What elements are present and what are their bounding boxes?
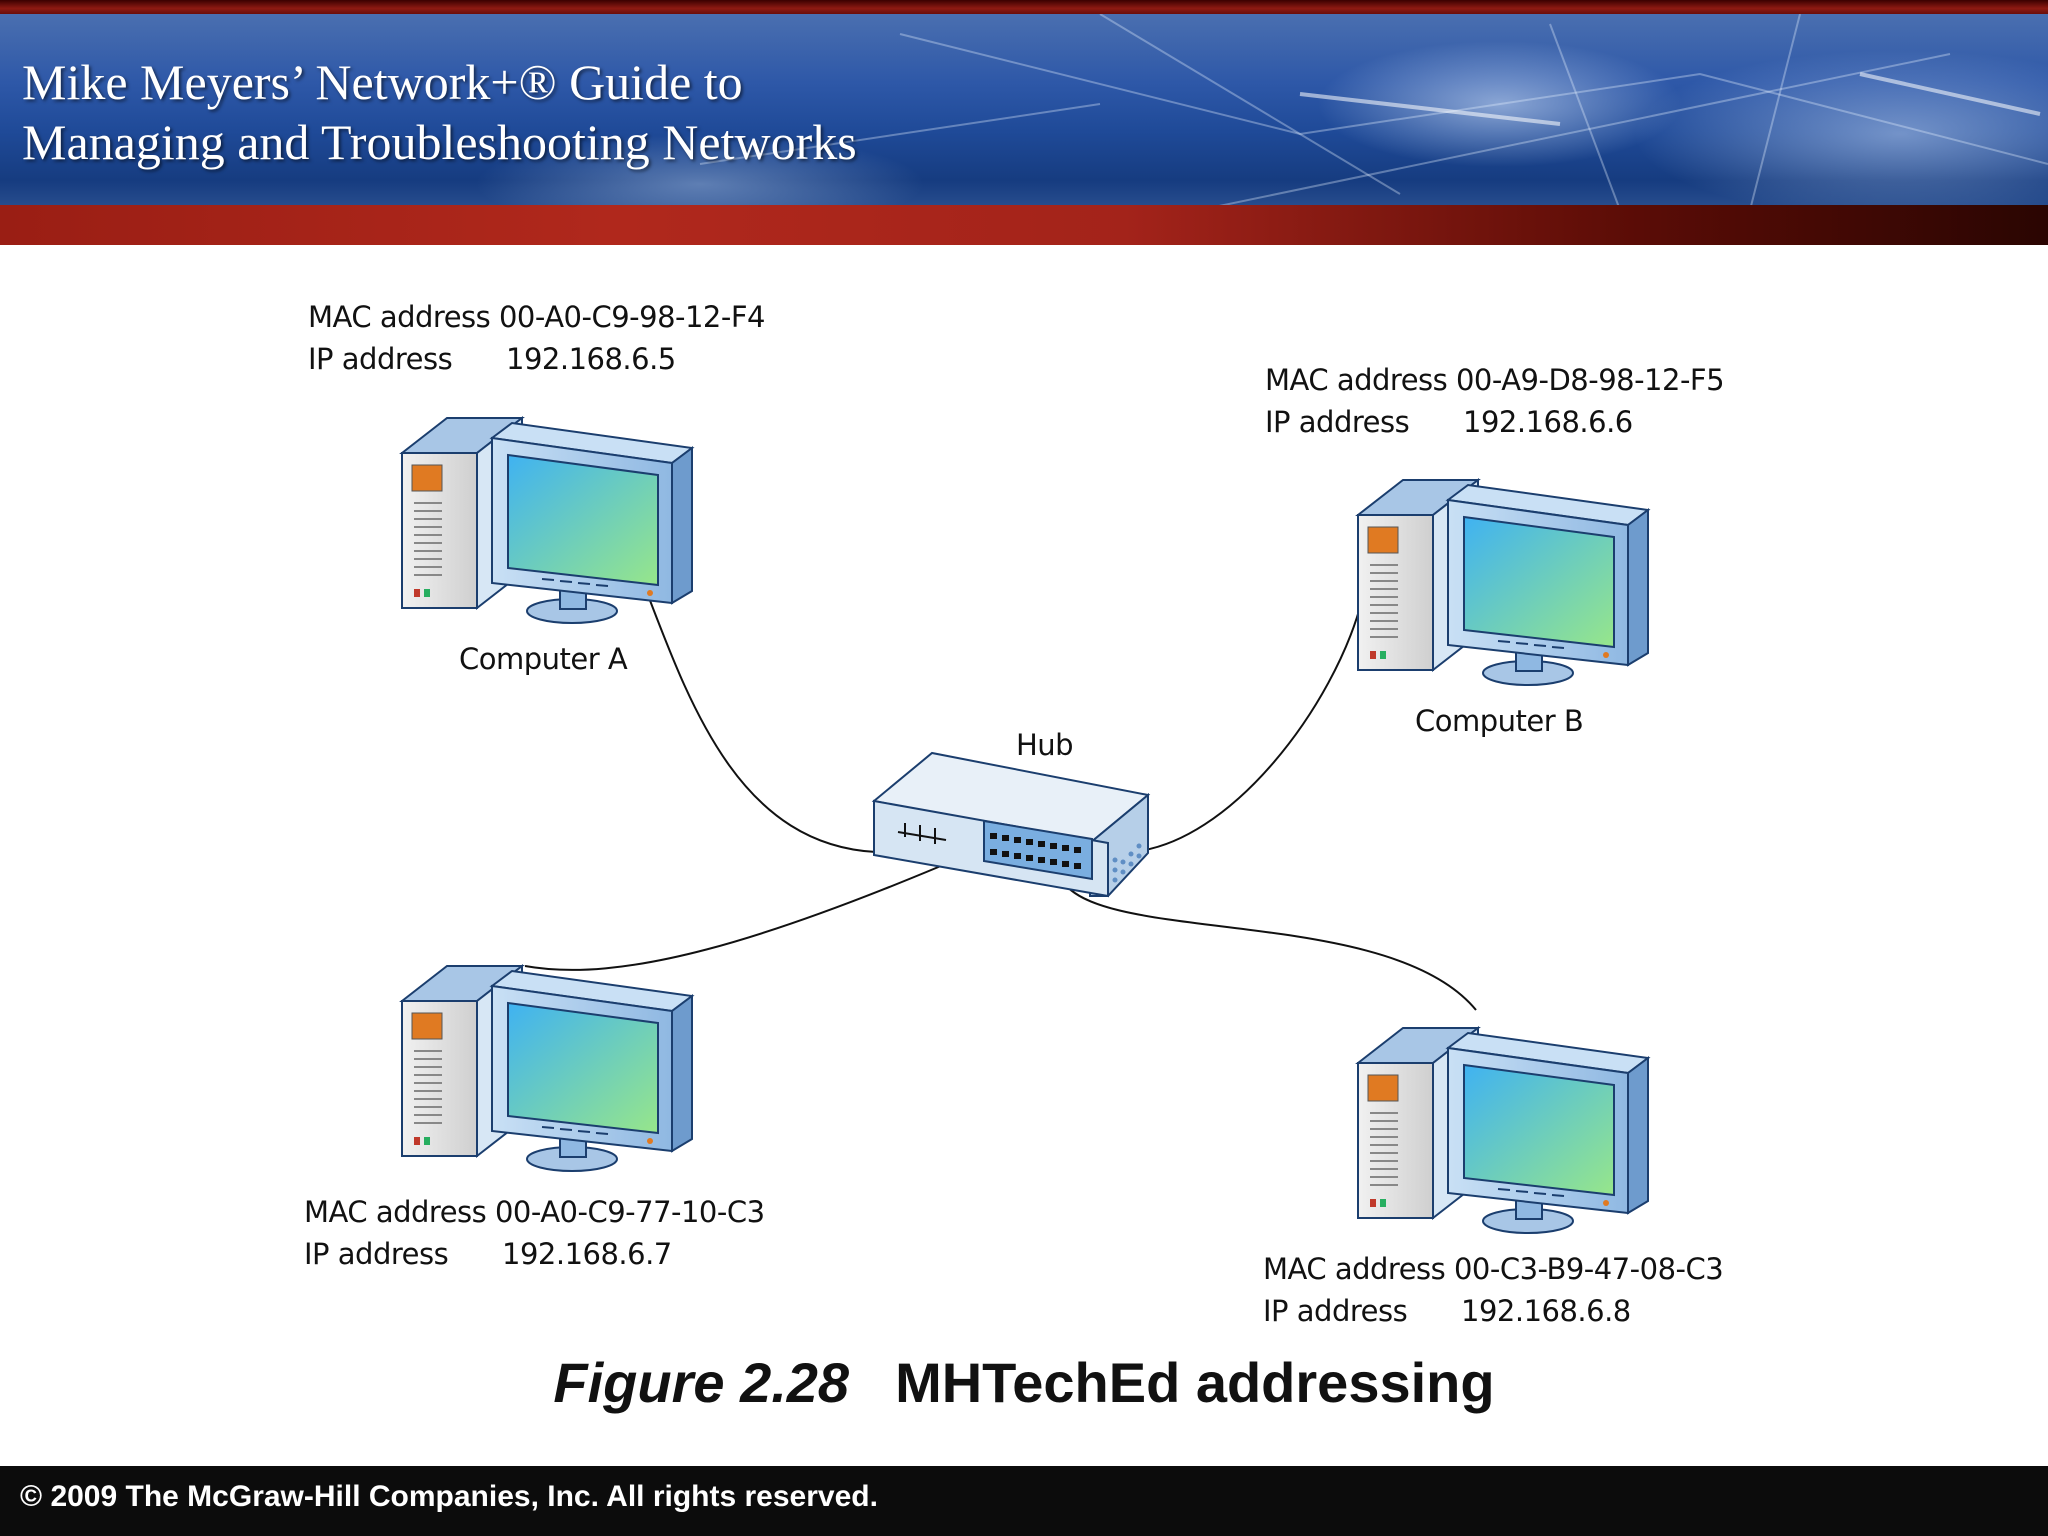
cable-computer-d: [1061, 879, 1477, 1011]
computer-c-ip-key: IP address: [304, 1237, 449, 1271]
computer-d-mac: 00-C3-B9-47-08-C3: [1453, 1252, 1724, 1286]
computer-c-ip: 192.168.6.7: [502, 1237, 672, 1271]
computer-b-icon: [1357, 479, 1649, 686]
figure-title: MHTechEd addressing: [895, 1351, 1495, 1414]
computer-d-mac-key: MAC address: [1263, 1252, 1446, 1286]
computer-a-mac: 00-A0-C9-98-12-F4: [498, 300, 766, 334]
banner-light-streaks: [699, 14, 2048, 210]
computer-a-ip: 192.168.6.5: [506, 342, 676, 376]
computer-d-ip: 192.168.6.8: [1461, 1294, 1631, 1328]
cable-computer-a: [645, 589, 877, 853]
banner-title: Mike Meyers’ Network+® Guide to Managing…: [22, 52, 857, 172]
computer-b-mac: 00-A9-D8-98-12-F5: [1455, 363, 1725, 397]
hub-label: Hub: [1016, 728, 1074, 762]
computer-c-icon: [401, 965, 693, 1172]
computer-b-label: Computer B: [1415, 704, 1584, 738]
figure-number: Figure 2.28: [553, 1351, 850, 1414]
computer-c-mac-key: MAC address: [304, 1195, 487, 1229]
computer-d-ip-key: IP address: [1263, 1294, 1408, 1328]
cable-computer-b: [1129, 599, 1363, 853]
computer-d-mac-row: MAC address 00-C3-B9-47-08-C3: [1263, 1248, 1724, 1290]
computer-c-mac: 00-A0-C9-77-10-C3: [494, 1195, 765, 1229]
computer-c-mac-row: MAC address 00-A0-C9-77-10-C3: [304, 1191, 765, 1233]
computer-a-addresses: MAC address 00-A0-C9-98-12-F4 IP address…: [308, 296, 765, 380]
computer-d-addresses: MAC address 00-C3-B9-47-08-C3 IP address…: [1263, 1248, 1724, 1332]
computer-a-mac-key: MAC address: [308, 300, 491, 334]
banner-title-line-1: Mike Meyers’ Network+® Guide to: [22, 54, 743, 110]
computer-d-icon: [1357, 1027, 1649, 1234]
computer-b-ip-row: IP address 192.168.6.6: [1265, 401, 1724, 443]
header-banner: Mike Meyers’ Network+® Guide to Managing…: [0, 0, 2048, 245]
computer-a-ip-key: IP address: [308, 342, 453, 376]
computer-b-addresses: MAC address 00-A9-D8-98-12-F5 IP address…: [1265, 359, 1725, 443]
computer-b-ip-key: IP address: [1265, 405, 1410, 439]
hub-device: [871, 751, 1151, 898]
diagram-graphics: [401, 417, 1649, 1234]
computer-d-ip-row: IP address 192.168.6.8: [1263, 1290, 1723, 1332]
computer-a-ip-row: IP address 192.168.6.5: [308, 338, 765, 380]
network-cables: [524, 589, 1477, 1011]
computer-a-mac-row: MAC address 00-A0-C9-98-12-F4: [308, 296, 765, 338]
figure-caption: Figure 2.28 MHTechEd addressing: [0, 1350, 2048, 1415]
computer-b-mac-key: MAC address: [1265, 363, 1448, 397]
computer-a-label: Computer A: [459, 642, 628, 676]
computer-b-ip: 192.168.6.6: [1463, 405, 1633, 439]
network-diagram: MAC address 00-A0-C9-98-12-F4 IP address…: [0, 245, 2048, 1445]
footer-bar: © 2009 The McGraw-Hill Companies, Inc. A…: [0, 1466, 2048, 1536]
banner-title-line-2: Managing and Troubleshooting Networks: [22, 114, 857, 170]
banner-network-background: [0, 14, 2048, 210]
copyright-text: © 2009 The McGraw-Hill Companies, Inc. A…: [20, 1480, 878, 1513]
banner-top-stripe: [0, 0, 2048, 14]
computer-c-addresses: MAC address 00-A0-C9-77-10-C3 IP address…: [304, 1191, 765, 1275]
computer-b-mac-row: MAC address 00-A9-D8-98-12-F5: [1265, 359, 1725, 401]
cable-computer-c: [524, 844, 991, 971]
banner-bottom-stripe: [0, 205, 2048, 245]
computer-a-icon: [401, 417, 693, 624]
computer-c-ip-row: IP address 192.168.6.7: [304, 1233, 765, 1275]
